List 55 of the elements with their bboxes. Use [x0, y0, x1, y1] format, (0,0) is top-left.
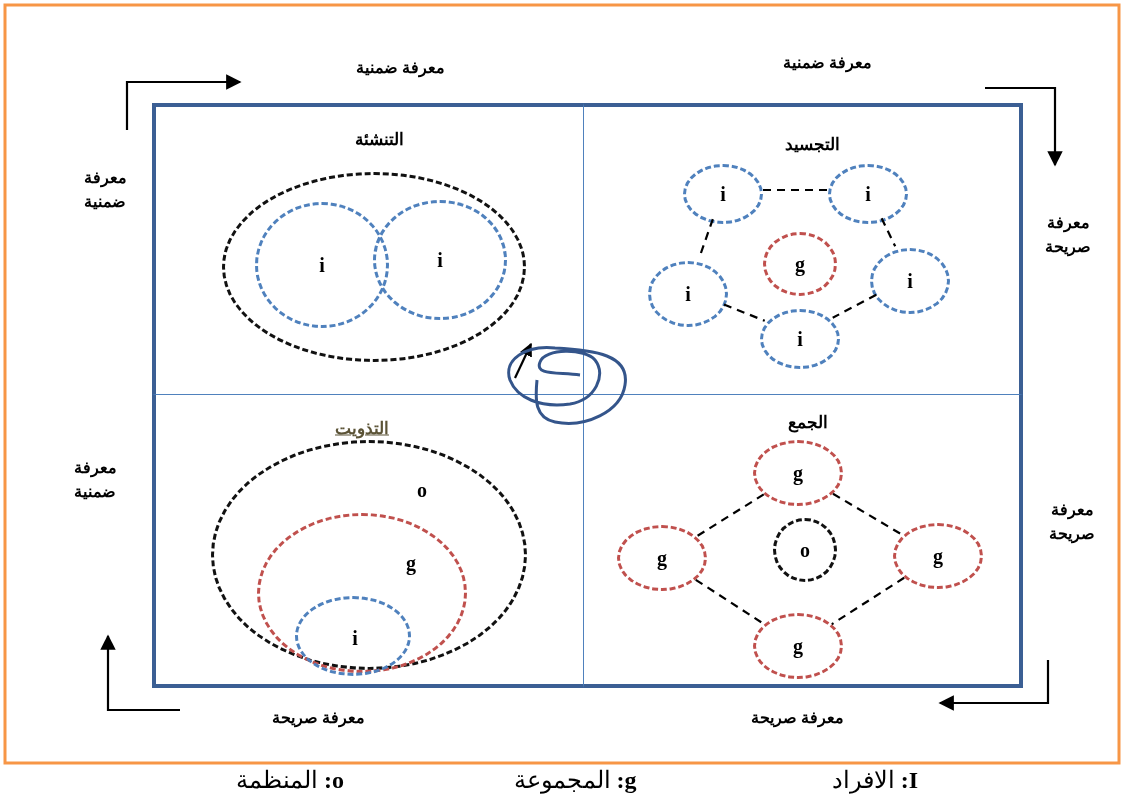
ellipse-letter: g [793, 634, 803, 658]
ellipse-letter: g [793, 461, 803, 485]
dashed-ellipse [760, 309, 840, 369]
ellipse-letter: i [797, 327, 803, 351]
dashed-ellipse [617, 525, 707, 591]
ellipse-letter: i [685, 282, 691, 306]
dashed-connector [880, 217, 897, 247]
dashed-connector [695, 578, 765, 626]
knowledge-label: معرفة ضمنية [72, 458, 118, 502]
ellipse-letter: g [933, 544, 943, 568]
dashed-ellipse [753, 613, 843, 679]
dashed-ellipse [870, 248, 950, 314]
ellipse-letter: i [352, 626, 358, 650]
ellipse-letter: i [720, 182, 726, 206]
quadrant-panel [152, 103, 584, 395]
dashed-ellipse [295, 596, 411, 676]
knowledge-label: معرفة صريحة [271, 708, 365, 730]
ellipse-letter: g [406, 551, 416, 575]
ellipse-letter: i [319, 253, 325, 277]
dashed-connector [832, 293, 877, 319]
quadrant-title: التذويت [335, 417, 389, 439]
quadrant-panel [584, 103, 1023, 395]
knowledge-label: معرفة صريحة [750, 708, 844, 730]
ellipse-letter: i [907, 269, 913, 293]
knowledge-label: معرفة ضمنية [355, 58, 445, 80]
knowledge-label: معرفة ضمنية [782, 53, 872, 75]
ellipse-letter: g [657, 546, 667, 570]
knowledge-label: معرفة صريحة [1044, 213, 1092, 259]
dashed-ellipse [255, 202, 389, 328]
quadrant-panel [152, 395, 584, 688]
quadrant-title: التنشئة [354, 128, 404, 150]
knowledge-label: معرفة صريحة [1048, 500, 1096, 546]
dashed-ellipse [773, 518, 837, 582]
ellipse-letter: o [800, 538, 810, 562]
ellipse-letter: i [865, 182, 871, 206]
knowledge-label: معرفة ضمنية [82, 168, 128, 212]
dashed-ellipse [763, 232, 837, 296]
dashed-ellipse [683, 164, 763, 224]
quadrant-title: التجسيد [784, 133, 840, 155]
dashed-connector [763, 188, 828, 192]
ellipse-letter: o [417, 478, 427, 502]
quadrant-title: الجمع [788, 411, 828, 433]
quadrant-panel [584, 395, 1023, 688]
ellipse-letter: g [795, 252, 805, 276]
dashed-ellipse [257, 513, 467, 673]
dashed-connector [723, 303, 766, 322]
ellipse-letter: i [437, 248, 443, 272]
dashed-connector [831, 576, 905, 626]
dashed-ellipse [753, 440, 843, 506]
dashed-connector [695, 493, 765, 538]
dashed-ellipse [828, 164, 908, 224]
dashed-ellipse [222, 172, 526, 362]
dashed-ellipse [648, 261, 728, 327]
dashed-ellipse [373, 200, 507, 320]
dashed-ellipse [893, 523, 983, 589]
